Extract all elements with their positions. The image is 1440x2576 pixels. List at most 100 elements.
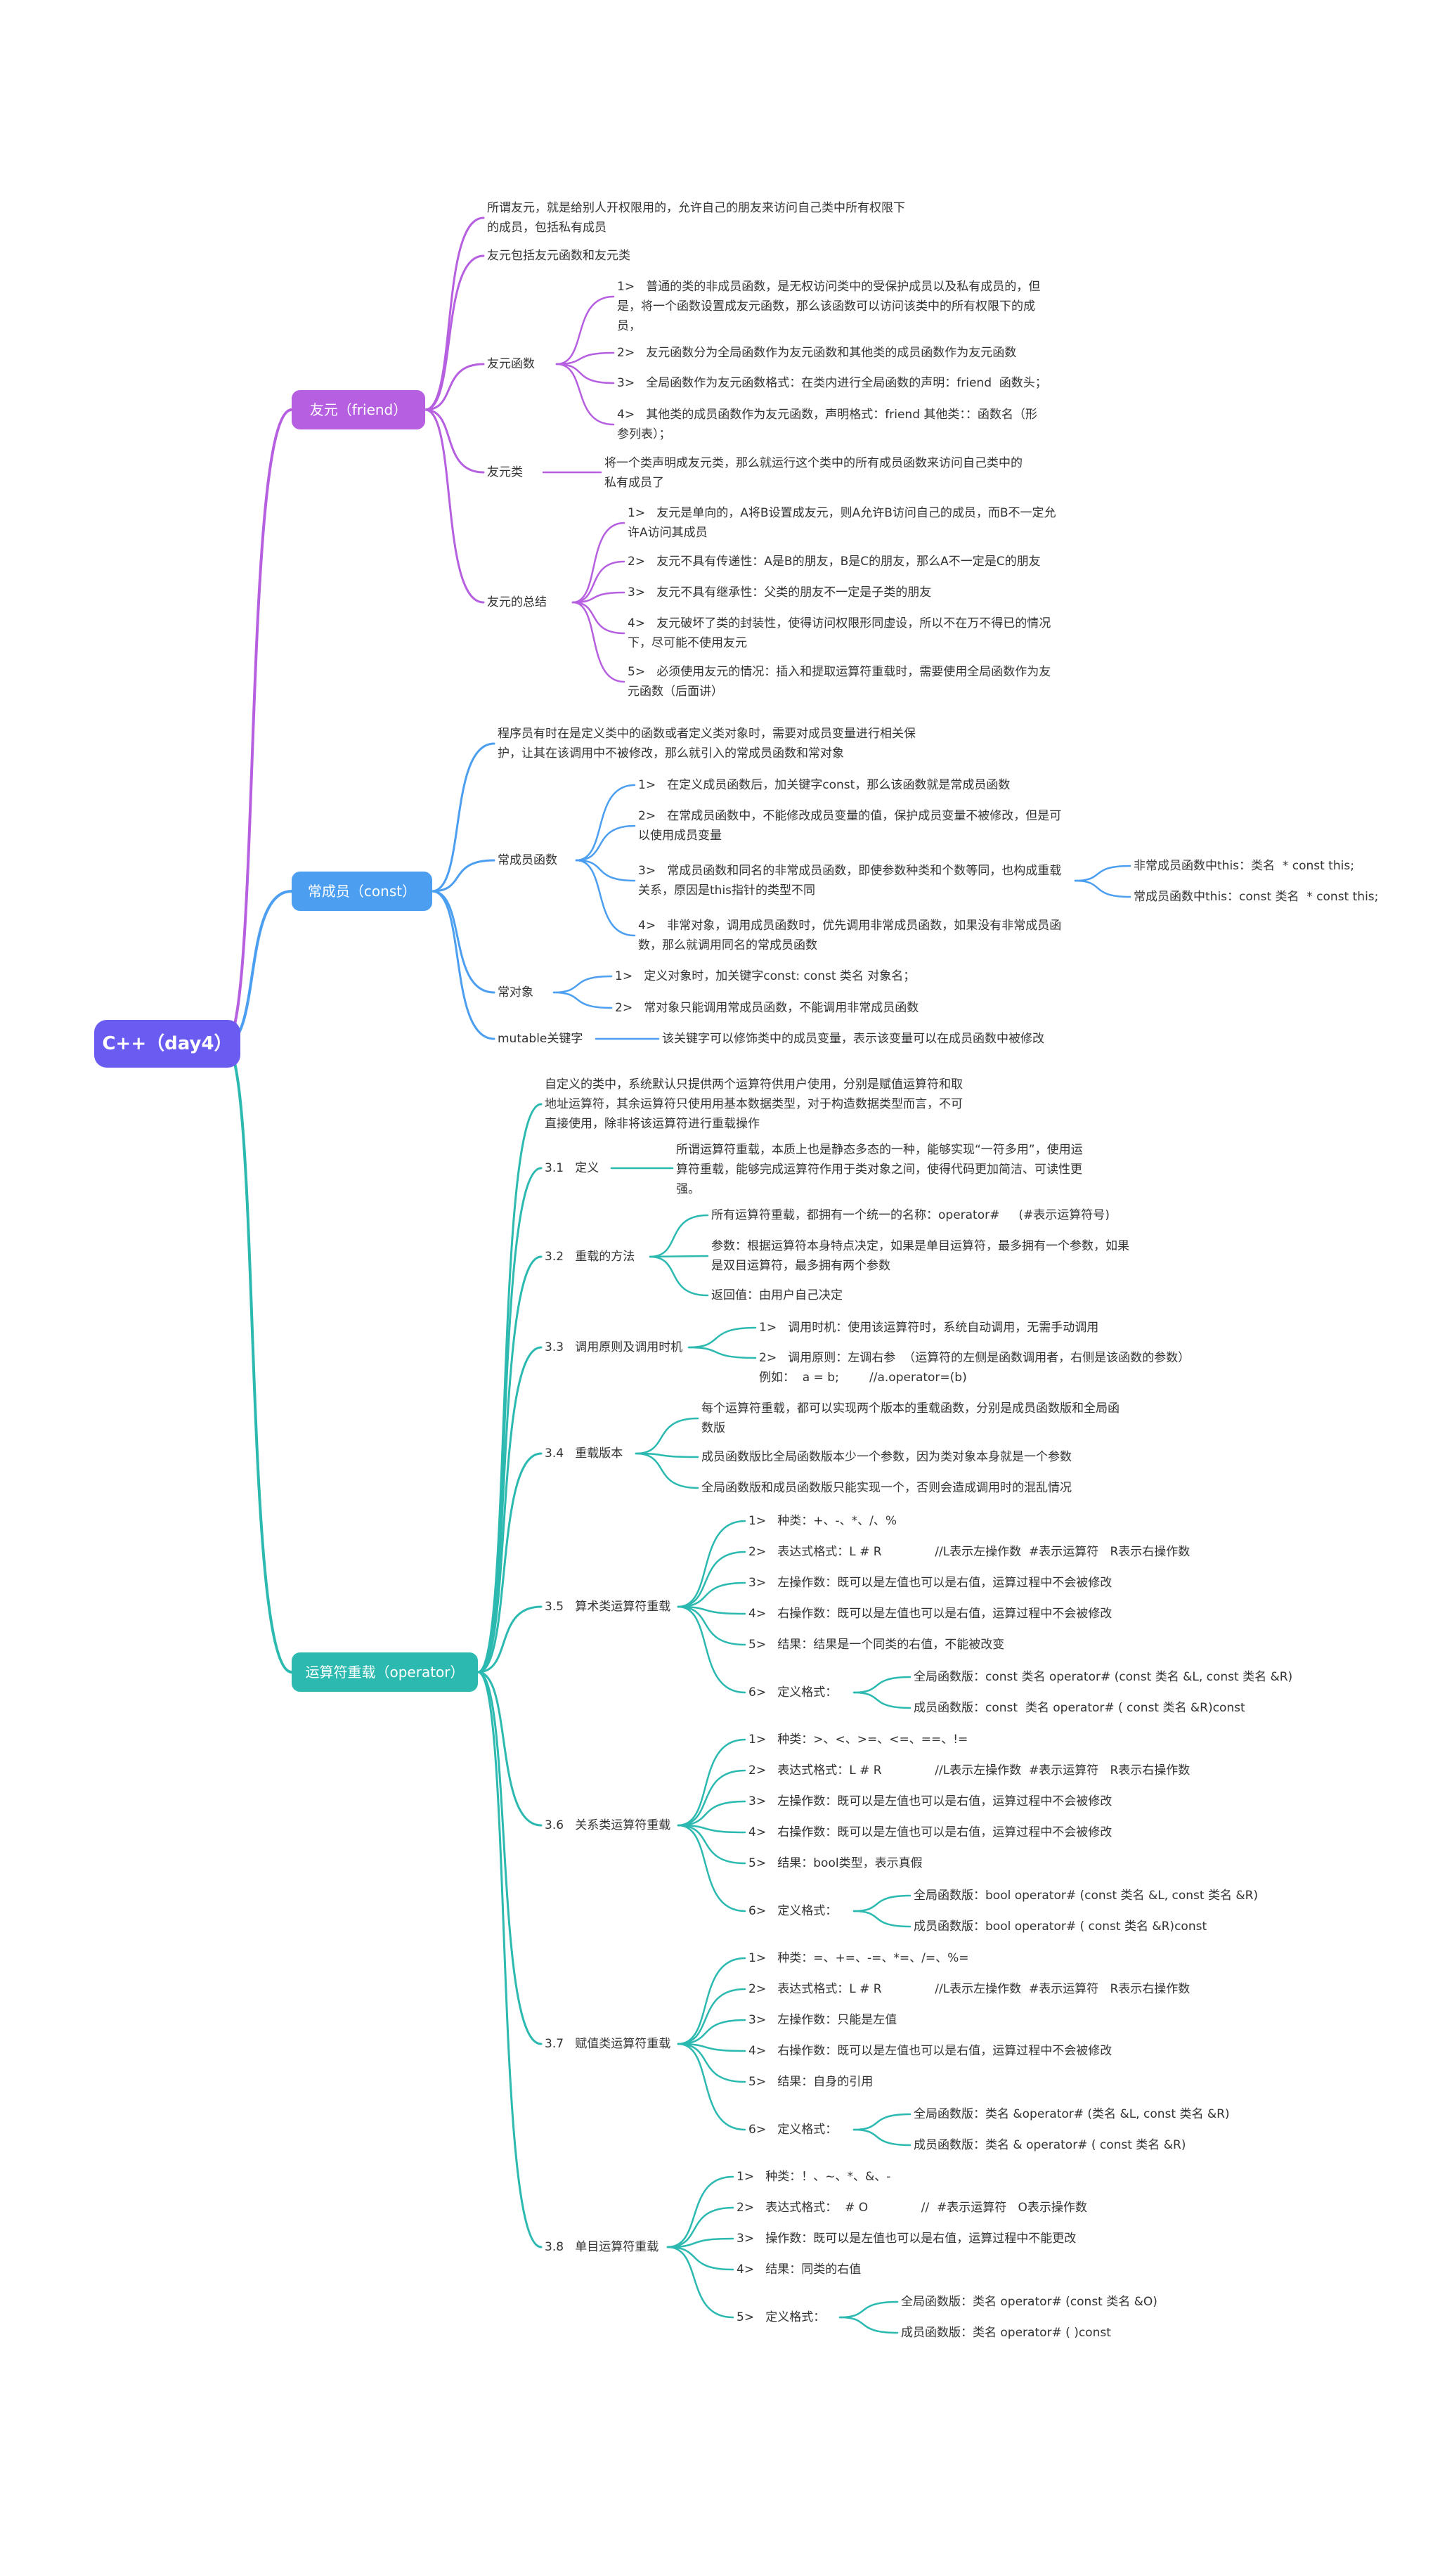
friend-summary-line [571, 522, 625, 604]
op-s32-line [649, 1255, 709, 1297]
op-s38-fmt-2: 成员函数版：类名 operator# ( )const [901, 2326, 1111, 2340]
op-s35-item-4: 4> 右操作数：既可以是左值也可以是右值，运算过程中不会被修改 [748, 1607, 1113, 1621]
op-s34-item-1: 每个运算符重载，都可以实现两个版本的重载函数，分别是成员函数版和全局函 数版 [701, 1402, 1120, 1435]
friend-branch-line [424, 363, 485, 411]
op-s35-line [677, 1551, 746, 1608]
op-s37-item-6: 6> 定义格式： [748, 2123, 838, 2137]
operator-branch-line [476, 1452, 543, 1674]
op-s35-label: 3.5 算术类运算符重载 [545, 1600, 671, 1614]
friend-branch-line [424, 408, 485, 474]
friend-branch-line [424, 216, 485, 411]
const-branch-line [431, 859, 495, 893]
const-this-line [1074, 865, 1131, 882]
op-s36-label: 3.6 关系类运算符重载 [545, 1818, 671, 1832]
friend-includes: 友元包括友元函数和友元类 [487, 249, 630, 263]
root-to-operator-line [223, 1042, 293, 1674]
op-s38-line [666, 2246, 734, 2271]
op-s35-line [677, 1605, 746, 1646]
op-s36-fmt-2: 成员函数版：bool operator# ( const 类名 &R)const [914, 1920, 1207, 1934]
op-s37-line [677, 1988, 746, 2045]
op-s38-item-4: 4> 结果：同类的右值 [737, 2263, 862, 2277]
op-s37-label: 3.7 赋值类运算符重载 [545, 2037, 671, 2051]
op-s35-item-3: 3> 左操作数：既可以是左值也可以是右值，运算过程中不会被修改 [748, 1576, 1113, 1590]
op-s34-item-3: 全局函数版和成员函数版只能实现一个，否则会造成调用时的混乱情况 [701, 1481, 1072, 1495]
friend-class-desc: 将一个类声明成友元类，那么就运行这个类中的所有成员函数来访问自己类中的 私有成员… [604, 456, 1023, 490]
op-s35-line [677, 1605, 746, 1694]
op-s35-item-6: 6> 定义格式： [748, 1685, 838, 1700]
op-s37-fmt-1: 全局函数版：类名 &operator# (类名 &L, const 类名 &R) [914, 2107, 1230, 2121]
op-s36-fmt-line [852, 1910, 912, 1928]
const-obj-item-2: 2> 常对象只能调用常成员函数，不能调用非常成员函数 [615, 1001, 919, 1015]
const-this-item-2: 常成员函数中this：const 类名 * const this; [1134, 890, 1379, 904]
friend-summary-item-1: 1> 友元是单向的，A将B设置成友元，则A允许B访问自己的成员，而B不一定允 许… [628, 506, 1056, 540]
op-s35-line [677, 1581, 746, 1608]
op-s37-line [677, 2043, 746, 2083]
op-s36-fmt-1: 全局函数版：bool operator# (const 类名 &L, const… [914, 1889, 1259, 1903]
friend-summary-line [571, 591, 625, 604]
op-s31-desc: 所谓运算符重载，本质上也是静态多态的一种，能够实现“一符多用”，使用运 算符重载… [676, 1143, 1083, 1196]
op-s38-line [666, 2206, 734, 2248]
friend-summary-line [571, 560, 625, 604]
op-s34-label: 3.4 重载版本 [545, 1446, 623, 1461]
op-s38-item-2: 2> 表达式格式： # O // #表示运算符 O表示操作数 [737, 2201, 1087, 2215]
op-s36-line [677, 1738, 746, 1827]
operator-branch-line [476, 1671, 543, 2248]
op-s36-item-1: 1> 种类：>、<、>=、<=、==、!= [748, 1733, 968, 1747]
op-s32-line [649, 1255, 709, 1258]
branch-operator[interactable]: 运算符重载（operator） [292, 1652, 478, 1692]
op-s35-line [677, 1520, 746, 1608]
op-s34-line [635, 1452, 699, 1489]
op-s36-line [677, 1824, 746, 1834]
op-s36-line [677, 1769, 746, 1827]
op-s37-fmt-line [852, 2113, 912, 2131]
op-s36-item-2: 2> 表达式格式：L # R //L表示左操作数 #表示运算符 R表示右操作数 [748, 1763, 1191, 1778]
root-to-friend-line [223, 408, 293, 1045]
op-s34-item-2: 成员函数版比全局函数版本少一个参数，因为类对象本身就是一个参数 [701, 1450, 1072, 1464]
op-s36-line [677, 1800, 746, 1827]
op-s37-item-5: 5> 结果：自身的引用 [748, 2075, 874, 2089]
op-s37-item-4: 4> 右操作数：既可以是左值也可以是右值，运算过程中不会被修改 [748, 2044, 1113, 2058]
const-mutable-label: mutable关键字 [498, 1032, 583, 1046]
op-s36-item-3: 3> 左操作数：既可以是左值也可以是右值，运算过程中不会被修改 [748, 1794, 1113, 1808]
op-s33-label: 3.3 调用原则及调用时机 [545, 1340, 683, 1354]
const-obj-item-1: 1> 定义对象时，加关键字const: const 类名 对象名； [615, 969, 916, 983]
friend-func-label: 友元函数 [487, 357, 535, 371]
op-s36-item-5: 5> 结果：bool类型，表示真假 [748, 1856, 923, 1870]
op-s35-fmt-2: 成员函数版：const 类名 operator# ( const 类名 &R)c… [914, 1701, 1245, 1715]
op-s38-fmt-line [838, 2300, 899, 2319]
friend-summary-item-2: 2> 友元不具有传递性：A是B的朋友，B是C的朋友，那么A不一定是C的朋友 [628, 555, 1041, 569]
op-s34-line [635, 1417, 699, 1455]
op-s35-fmt-1: 全局函数版：const 类名 operator# (const 类名 &L, c… [914, 1670, 1293, 1684]
operator-branch-line [476, 1671, 543, 1827]
op-s32-item-1: 所有运算符重载，都拥有一个统一的名称：operator# (#表示运算符号) [711, 1208, 1110, 1222]
const-func-label: 常成员函数 [498, 853, 557, 867]
operator-branch-line [476, 1255, 543, 1674]
const-func-item-4: 4> 非常对象，调用成员函数时，优先调用非常成员函数，如果没有非常成员函 数，那… [638, 919, 1062, 952]
const-func-item-1: 1> 在定义成员函数后，加关键字const，那么该函数就是常成员函数 [638, 778, 1011, 792]
friend-summary-line [571, 601, 625, 683]
const-func-line [575, 859, 636, 937]
op-s36-line [677, 1824, 746, 1865]
friend-summary-item-5: 5> 必须使用友元的情况：插入和提取运算符重载时，需要使用全局函数作为友 元函数… [628, 665, 1051, 699]
op-s35-fmt-line [852, 1691, 912, 1709]
op-s38-line [666, 2175, 734, 2248]
friend-func-item-4: 4> 其他类的成员函数作为友元函数，声明格式：friend 其他类：：函数名（形… [617, 408, 1037, 441]
friend-func-item-2: 2> 友元函数分为全局函数作为友元函数和其他类的成员函数作为友元函数 [617, 346, 1017, 360]
const-obj-line [552, 975, 613, 994]
op-s37-line [677, 2043, 746, 2131]
friend-summary-label: 友元的总结 [487, 595, 547, 609]
op-s38-item-5: 5> 定义格式： [737, 2310, 826, 2324]
branch-const[interactable]: 常成员（const） [292, 872, 432, 911]
op-intro: 自定义的类中，系统默认只提供两个运算符供用户使用，分别是赋值运算符和取 地址运算… [545, 1077, 963, 1131]
root-node[interactable]: C++（day4） [94, 1020, 240, 1068]
friend-func-line [555, 351, 615, 365]
branch-friend[interactable]: 友元（friend） [292, 390, 425, 429]
friend-summary-line [571, 601, 625, 635]
op-s38-fmt-line [838, 2316, 899, 2334]
op-s36-line [677, 1824, 746, 1912]
op-s38-item-1: 1> 种类：！、~、*、&、- [737, 2170, 891, 2184]
op-s37-line [677, 2019, 746, 2045]
op-s35-item-1: 1> 种类：+、-、*、/、% [748, 1514, 897, 1528]
const-obj-line [552, 991, 613, 1009]
